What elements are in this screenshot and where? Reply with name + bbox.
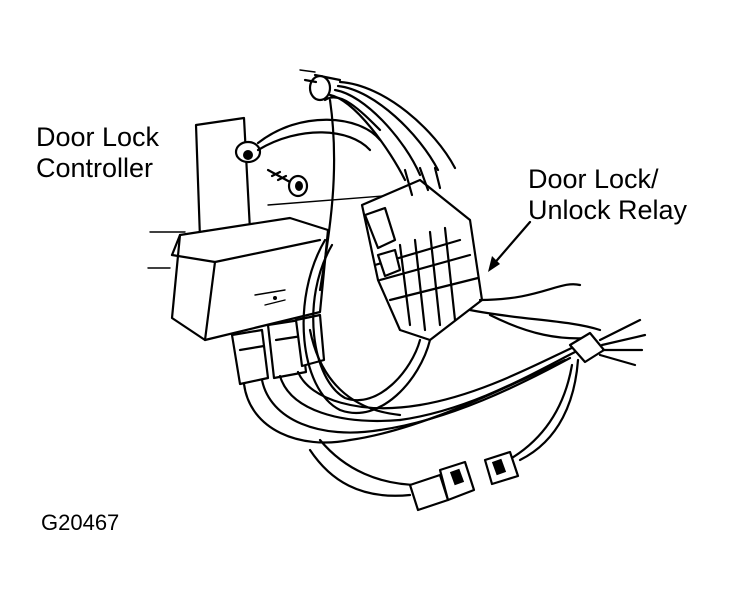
mounting-screw <box>266 168 309 198</box>
controller-label: Door Lock Controller <box>36 122 159 184</box>
splice-connector <box>568 318 647 367</box>
relay-label-line1: Door Lock/ <box>528 164 659 194</box>
ground-terminal <box>234 118 382 164</box>
controller-harness <box>242 328 580 444</box>
mounting-bracket <box>194 116 252 240</box>
relay-label-line2: Unlock Relay <box>528 195 688 225</box>
lower-connector-right <box>483 450 520 486</box>
main-harness-upper <box>303 73 457 292</box>
relay-wires-right <box>468 283 602 340</box>
controller-label-line2: Controller <box>36 153 154 183</box>
controller-box <box>170 216 330 342</box>
relay-connector <box>360 166 484 342</box>
relay-label: Door Lock/ Unlock Relay <box>528 164 687 226</box>
lower-harness <box>308 358 580 497</box>
figure-id: G20467 <box>41 510 120 535</box>
lower-connector-left <box>408 460 476 512</box>
left-wire-loop <box>302 238 432 414</box>
relay-leader-arrow <box>488 220 532 272</box>
controller-label-line1: Door Lock <box>36 122 160 152</box>
